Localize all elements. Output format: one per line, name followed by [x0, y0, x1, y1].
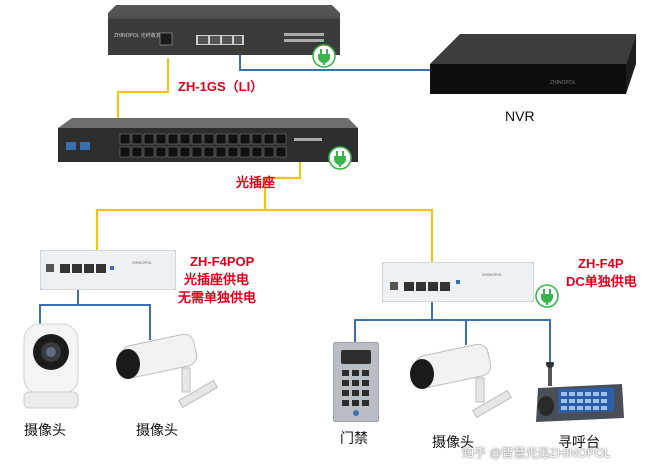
ethernet-line-right-switch-2 [432, 319, 467, 345]
ethernet-line-right-switch-3 [466, 319, 551, 370]
paging-console-label: 寻呼台 [558, 434, 600, 450]
svg-text:ZHINOPOL: ZHINOPOL [132, 260, 153, 265]
switch-port [263, 133, 275, 145]
ethernet-line-right-switch [354, 302, 433, 342]
main-switch [58, 118, 358, 162]
switch-port [215, 146, 227, 158]
door-access-label: 门禁 [340, 430, 368, 446]
bullet-camera-right-label: 摄像头 [432, 434, 474, 450]
svg-text:ZHINOPOL: ZHINOPOL [482, 272, 503, 277]
bullet-camera-left-label: 摄像头 [136, 422, 178, 438]
switch-port [179, 133, 191, 145]
switch-port [191, 133, 203, 145]
left-switch-desc-label-2: 无需单独供电 [178, 290, 257, 305]
switch-port [143, 146, 155, 158]
fiber-line-main [263, 152, 302, 210]
switch-port [251, 146, 263, 158]
sfp-port [80, 142, 90, 150]
switch-port [155, 133, 167, 145]
ethernet-line-left-switch-2 [78, 304, 151, 340]
ethernet-line-left-switch [39, 286, 79, 328]
left-switch-desc-label-1: 光插座供电 [184, 272, 250, 287]
switch-port [263, 146, 275, 158]
nvr-device: ZHINOPOL [430, 34, 636, 104]
switch-port [167, 133, 179, 145]
switch-port [215, 133, 227, 145]
left-switch-model-label: ZH-F4POP [190, 254, 255, 269]
watermark: 知乎 @智慧光迅ZHINOPOL [462, 446, 611, 460]
switch-port [131, 133, 143, 145]
svg-text:ZHINOPOL 光纤收发器: ZHINOPOL 光纤收发器 [114, 32, 166, 39]
switch-port [227, 146, 239, 158]
switch-port [275, 146, 287, 158]
switch-port [119, 133, 131, 145]
right-switch-model-label: ZH-F4P [578, 256, 624, 271]
switch-port [203, 146, 215, 158]
switch-port [167, 146, 179, 158]
switch-port [203, 133, 215, 145]
top-converter-label: ZH-1GS（LI） [178, 79, 264, 94]
svg-text:ZHINOPOL: ZHINOPOL [550, 80, 576, 86]
fiber-line-distribution [95, 208, 434, 262]
left-switch: ZHINOPOL [40, 250, 176, 290]
optical-socket-label: 光插座 [236, 175, 276, 190]
dome-camera-label: 摄像头 [24, 422, 66, 438]
switch-port [155, 146, 167, 158]
switch-port [131, 146, 143, 158]
switch-port [179, 146, 191, 158]
top-media-converter: ZHINOPOL 光纤收发器 [108, 5, 340, 55]
switch-port [239, 146, 251, 158]
switch-port [275, 133, 287, 145]
nvr-label: NVR [505, 108, 535, 124]
right-switch: ZHINOPOL [382, 262, 534, 302]
ethernet-line-nvr [239, 52, 440, 71]
switch-port [239, 133, 251, 145]
switch-port [143, 133, 155, 145]
sfp-port [66, 142, 76, 150]
right-switch-desc-label: DC单独供电 [566, 274, 637, 289]
switch-port [191, 146, 203, 158]
switch-port [251, 133, 263, 145]
switch-port [119, 146, 131, 158]
switch-port [227, 133, 239, 145]
